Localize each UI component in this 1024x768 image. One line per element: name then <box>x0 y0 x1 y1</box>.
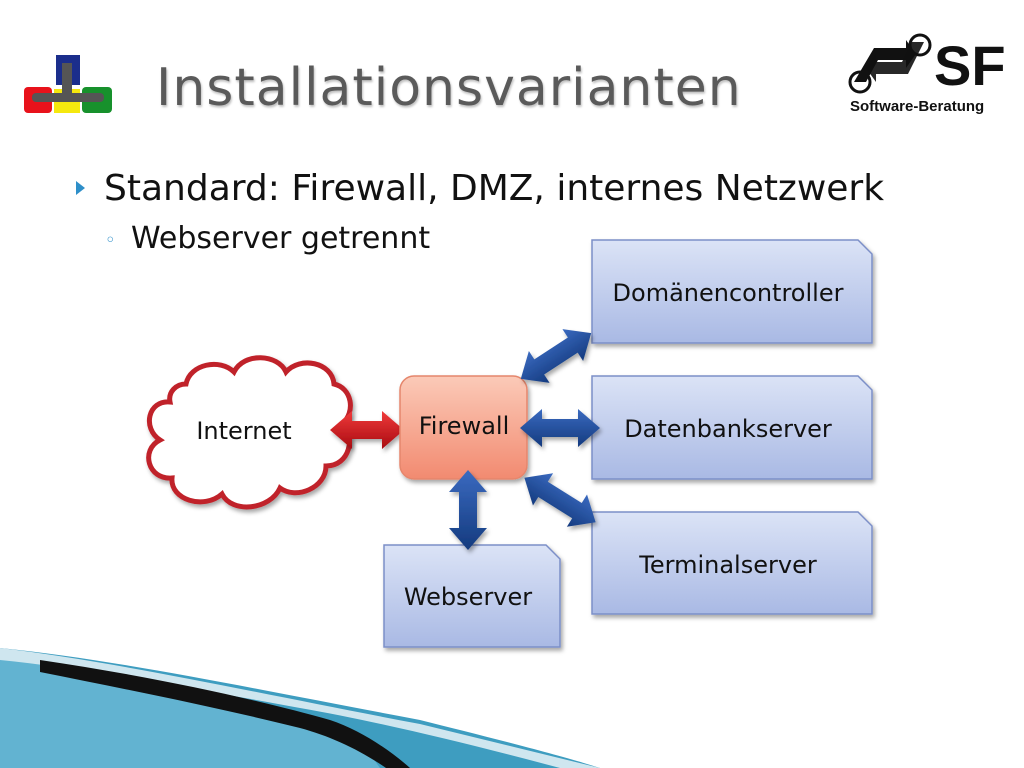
bullet-main-text: Standard: Firewall, DMZ, internes Netzwe… <box>104 168 885 209</box>
node-datenbankserver-label: Datenbankserver <box>624 415 832 443</box>
node-terminalserver <box>591 511 873 615</box>
node-datenbankserver <box>591 375 873 480</box>
internet-cloud <box>146 355 353 510</box>
arrow-firewall-terminalserver <box>524 473 596 527</box>
decorative-swoosh <box>0 648 600 768</box>
arrow-firewall-webserver <box>449 470 487 550</box>
node-internet-label: Internet <box>196 417 291 445</box>
logo-pipe-horizontal <box>32 93 104 102</box>
arrow-firewall-datenbankserver <box>520 409 600 447</box>
brand-arrows-icon <box>848 33 932 94</box>
page-title: Installationsvarianten <box>156 58 742 118</box>
brand-name: SF <box>934 34 1006 97</box>
node-webserver-label: Webserver <box>404 583 532 611</box>
node-terminalserver-label: Terminalserver <box>638 551 817 579</box>
node-webserver <box>383 544 561 648</box>
logo-pipe-vertical <box>62 63 72 101</box>
brand-logo: SF Software-Beratung <box>846 32 1012 118</box>
node-domaenencontroller-label: Domänencontroller <box>613 279 844 307</box>
arrow-firewall-domaenencontroller <box>520 329 592 383</box>
bullet-sub-text: Webserver getrennt <box>131 221 431 256</box>
node-firewall-label: Firewall <box>419 412 510 440</box>
arrow-internet-firewall <box>330 411 404 449</box>
brand-subtitle: Software-Beratung <box>850 98 985 115</box>
bullet-circle-icon: ◦ <box>105 230 116 251</box>
left-logo <box>24 55 112 113</box>
bullet-triangle-icon <box>76 181 85 195</box>
node-domaenencontroller <box>591 239 873 344</box>
